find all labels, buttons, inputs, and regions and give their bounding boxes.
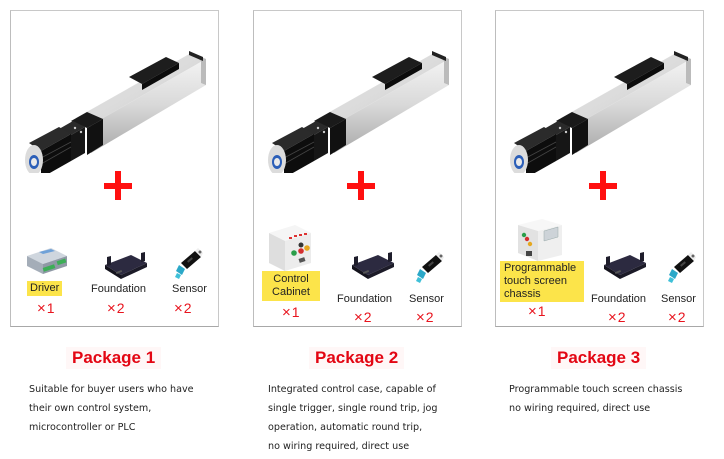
item-label-driver: Driver [27,281,63,296]
item-quantity-foundation: ×2 [608,309,626,326]
package-1-card[interactable]: Driver ×1 Foundation ×2 Sensor ×2 [10,10,219,327]
package-2-title: Package 2 [309,347,405,369]
driver-icon [25,245,69,277]
foundation-icon [348,251,398,281]
item-label-foundation: Foundation [337,293,393,305]
package-3-description: Programmable touch screen chassis no wir… [509,384,683,414]
linear-actuator-image [264,33,454,173]
item-quantity-sensor: ×2 [174,300,192,317]
item-label-foundation: Foundation [91,283,147,295]
package-1-description: Suitable for buyer users who have their … [29,384,194,433]
linear-actuator-image [506,33,696,173]
item-label-touch-screen-chassis: Programmable touch screen chassis [500,261,584,302]
item-quantity-driver: ×1 [37,300,55,317]
package-2-card[interactable]: Control Cabinet ×1 Foundation ×2 Sensor … [253,10,462,327]
item-label-sensor: Sensor [172,283,207,295]
item-label-sensor: Sensor [409,293,444,305]
touch-screen-chassis-icon [514,217,566,263]
item-label-sensor: Sensor [661,293,696,305]
item-quantity-control-cabinet: ×1 [282,304,300,321]
plus-icon [589,171,619,201]
item-quantity-sensor: ×2 [668,309,686,326]
control-cabinet-icon [264,223,316,273]
package-3-card[interactable]: Programmable touch screen chassis ×1 Fou… [495,10,704,327]
sensor-icon [173,247,203,281]
package-2-description: Integrated control case, capable of sing… [268,384,438,452]
package-3-title: Package 3 [551,347,647,369]
item-quantity-touch-screen-chassis: ×1 [528,303,546,320]
foundation-icon [101,251,151,281]
plus-icon [347,171,377,201]
foundation-icon [600,251,650,281]
linear-actuator-image [21,33,211,173]
plus-icon [104,171,134,201]
package-1-title: Package 1 [66,347,162,369]
item-label-control-cabinet: Control Cabinet [262,271,320,301]
sensor-icon [666,251,696,285]
item-label-foundation: Foundation [591,293,647,305]
sensor-icon [414,251,444,285]
item-quantity-foundation: ×2 [354,309,372,326]
item-quantity-sensor: ×2 [416,309,434,326]
item-quantity-foundation: ×2 [107,300,125,317]
